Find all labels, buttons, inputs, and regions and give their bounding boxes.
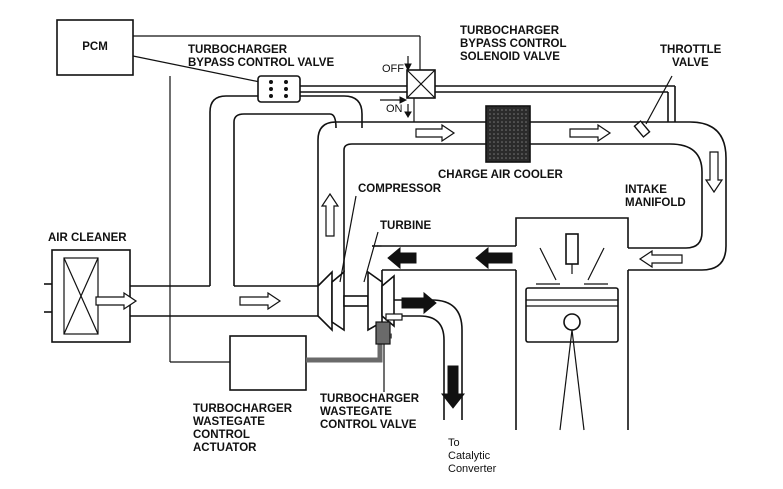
intake-manifold-label-2: MANIFOLD	[625, 197, 686, 209]
bypass-solenoid-label-3: SOLENOID VALVE	[460, 51, 560, 63]
bypass-loop-pipe	[209, 95, 363, 129]
flow-arrow-left-icon	[475, 246, 513, 270]
charge-air-cooler	[485, 105, 690, 163]
flow-arrow-right-icon	[569, 123, 612, 143]
compressor-outlet-pipe	[317, 121, 486, 286]
bypass-valve-label-2: BYPASS CONTROL VALVE	[188, 57, 334, 69]
bypass-control-valve	[257, 75, 301, 103]
wastegate-actuator-label-2: WASTEGATE	[193, 416, 265, 428]
pcm-label: PCM	[82, 41, 108, 53]
wastegate-actuator-label-1: TURBOCHARGER	[193, 403, 293, 415]
intake-flow-arrows	[95, 123, 724, 311]
flow-arrow-left-icon	[638, 249, 683, 269]
intake-manifold-pipe	[628, 86, 727, 271]
exhaust-flow-arrows	[387, 246, 513, 409]
air-cleaner	[44, 249, 131, 343]
flow-arrow-right-icon	[95, 291, 138, 311]
wastegate-valve-label-3: CONTROL VALVE	[320, 419, 417, 431]
compressor-label: COMPRESSOR	[358, 183, 442, 195]
bypass-solenoid-valve	[300, 56, 675, 122]
turbocharger	[317, 195, 395, 332]
flow-arrow-left-icon	[387, 246, 417, 270]
engine-cylinder	[515, 217, 629, 431]
wastegate-actuator-label-3: CONTROL	[193, 429, 250, 441]
turbine-label: TURBINE	[380, 220, 431, 232]
off-label: OFF	[382, 63, 404, 75]
throttle-valve-label-1: THROTTLE	[660, 44, 722, 56]
throttle-valve	[633, 75, 673, 138]
flow-arrow-up-icon	[320, 192, 340, 237]
wastegate-valve-label-1: TURBOCHARGER	[320, 393, 420, 405]
on-label: ON	[386, 103, 403, 115]
bypass-solenoid-label-2: BYPASS CONTROL	[460, 38, 567, 50]
wastegate-actuator-label-4: ACTUATOR	[193, 442, 257, 454]
bypass-valve-label-1: TURBOCHARGER	[188, 44, 288, 56]
flow-arrow-right-icon	[415, 123, 456, 143]
intake-manifold-label-1: INTAKE	[625, 184, 667, 196]
to-catalytic-label-3: Converter	[448, 463, 497, 475]
flow-arrow-right-icon	[401, 291, 437, 315]
flow-arrow-right-icon	[239, 291, 282, 311]
bypass-solenoid-label-1: TURBOCHARGER	[460, 25, 560, 37]
flow-arrow-down-icon	[440, 365, 466, 409]
to-catalytic-label-1: To	[448, 437, 460, 449]
flow-arrow-down-icon	[704, 151, 724, 194]
wastegate	[229, 313, 403, 392]
throttle-valve-label-2: VALVE	[672, 57, 709, 69]
to-catalytic-label-2: Catalytic	[448, 450, 491, 462]
charge-air-cooler-label: CHARGE AIR COOLER	[438, 169, 563, 181]
air-cleaner-label: AIR CLEANER	[48, 232, 127, 244]
pcm-box	[56, 19, 134, 76]
intake-pipe	[130, 112, 318, 317]
wastegate-valve-label-2: WASTEGATE	[320, 406, 392, 418]
control-wires	[132, 35, 421, 363]
